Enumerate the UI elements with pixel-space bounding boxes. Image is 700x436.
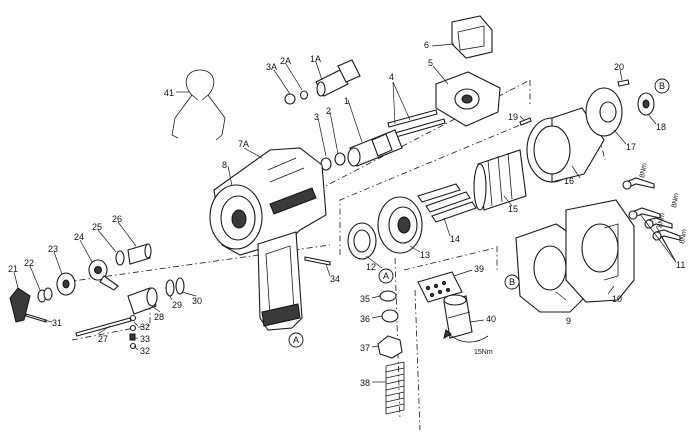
label-32-upper: 32 bbox=[140, 322, 150, 332]
torque-label-4: 8Nm bbox=[679, 228, 688, 244]
ref-marker-a-handle bbox=[288, 332, 304, 348]
spring-clip-41 bbox=[171, 69, 226, 141]
o-ring-25 bbox=[115, 250, 125, 266]
regulator-knob-23 bbox=[56, 272, 76, 296]
label-6: 6 bbox=[424, 40, 429, 50]
label-18: 18 bbox=[656, 122, 666, 132]
valve-body-28 bbox=[127, 287, 158, 315]
pin-20 bbox=[617, 79, 630, 87]
rotor-vanes-14 bbox=[417, 183, 477, 223]
valve-stem-group-1a bbox=[284, 59, 361, 105]
balls-32-33 bbox=[129, 324, 137, 350]
torque-label-2: 8Nm bbox=[671, 192, 680, 208]
label-35: 35 bbox=[360, 294, 370, 304]
bushing-26 bbox=[127, 243, 152, 265]
torque-arrowhead bbox=[443, 329, 452, 340]
label-25: 25 bbox=[92, 222, 102, 232]
label-7a: 7A bbox=[238, 139, 249, 149]
ref-marker-a-handle-label: A bbox=[293, 335, 299, 345]
label-3: 3 bbox=[314, 112, 319, 122]
ref-marker-b-top bbox=[654, 78, 670, 94]
label-21: 21 bbox=[8, 264, 18, 274]
torque-label-5: 15Nm bbox=[474, 349, 493, 356]
label-16: 16 bbox=[564, 176, 574, 186]
label-13: 13 bbox=[420, 250, 430, 260]
label-30: 30 bbox=[192, 296, 202, 306]
label-19: 19 bbox=[508, 112, 518, 122]
retainer-stack-35-38 bbox=[377, 290, 405, 415]
label-28: 28 bbox=[154, 312, 164, 322]
label-41: 41 bbox=[164, 88, 174, 98]
label-22: 22 bbox=[24, 258, 34, 268]
front-plate-5 bbox=[435, 71, 501, 127]
label-38: 38 bbox=[360, 378, 370, 388]
label-9: 9 bbox=[566, 316, 571, 326]
deflector-pin-34 bbox=[304, 256, 331, 266]
rear-plate-17 bbox=[585, 87, 623, 137]
label-31: 31 bbox=[52, 318, 62, 328]
label-29: 29 bbox=[172, 300, 182, 310]
part-number-labels: 41 3A 2A 1A 3 2 1 4 5 6 7A 8 9 10 11 12 … bbox=[8, 40, 685, 388]
regulator-24 bbox=[88, 259, 119, 291]
label-14: 14 bbox=[450, 234, 460, 244]
torque-label-1: 8Nm bbox=[639, 162, 648, 178]
tool-housing-8 bbox=[209, 147, 327, 256]
rear-bearing-18 bbox=[637, 92, 655, 116]
label-17: 17 bbox=[626, 142, 636, 152]
label-24: 24 bbox=[74, 232, 84, 242]
ref-marker-b-top-label: B bbox=[659, 81, 665, 91]
anvil-socket-40 bbox=[443, 294, 473, 339]
label-15: 15 bbox=[508, 204, 518, 214]
reverse-valve-1 bbox=[320, 129, 403, 171]
ref-marker-b-bottom-label: B bbox=[509, 277, 515, 287]
leader-lines bbox=[13, 43, 677, 383]
pins-4 bbox=[387, 109, 446, 138]
cap-6 bbox=[451, 15, 493, 59]
label-37: 37 bbox=[360, 343, 370, 353]
pistol-grip-handle bbox=[257, 231, 303, 331]
label-27: 27 bbox=[98, 334, 108, 344]
rear-cover-10 bbox=[565, 199, 635, 303]
label-40: 40 bbox=[486, 314, 496, 324]
label-10: 10 bbox=[612, 294, 622, 304]
label-4: 4 bbox=[389, 72, 394, 82]
torque-spec-labels: 8Nm 8Nm 8Nm 8Nm 15Nm bbox=[474, 162, 689, 356]
bearing-12 bbox=[347, 222, 377, 260]
label-5: 5 bbox=[428, 58, 433, 68]
label-23: 23 bbox=[48, 244, 58, 254]
end-plate-13 bbox=[377, 196, 423, 254]
label-1a: 1A bbox=[310, 54, 321, 64]
label-12: 12 bbox=[366, 262, 376, 272]
cover-bolts-11 bbox=[622, 177, 681, 241]
ref-marker-a-stack-label: A bbox=[383, 271, 389, 281]
ref-marker-a-stack bbox=[378, 268, 394, 284]
label-39: 39 bbox=[474, 264, 484, 274]
throttle-lever-21 bbox=[9, 287, 31, 323]
valve-stem-27 bbox=[75, 314, 137, 337]
label-32-lower: 32 bbox=[140, 346, 150, 356]
rotor-15 bbox=[473, 149, 527, 211]
pin-19 bbox=[519, 117, 532, 126]
label-20: 20 bbox=[614, 62, 624, 72]
label-2: 2 bbox=[326, 106, 331, 116]
label-36: 36 bbox=[360, 314, 370, 324]
label-26: 26 bbox=[112, 214, 122, 224]
label-33: 33 bbox=[140, 334, 150, 344]
label-11: 11 bbox=[676, 260, 685, 270]
label-34: 34 bbox=[330, 274, 340, 284]
spring-22 bbox=[37, 287, 53, 303]
torque-label-3: 8Nm bbox=[657, 212, 666, 228]
pad-39 bbox=[417, 271, 463, 303]
label-2a: 2A bbox=[280, 56, 291, 66]
o-rings-29-30 bbox=[165, 277, 185, 297]
label-1: 1 bbox=[344, 96, 349, 106]
seal-31 bbox=[25, 313, 47, 323]
ref-marker-b-bottom bbox=[504, 274, 520, 290]
label-3a: 3A bbox=[266, 62, 277, 72]
label-8: 8 bbox=[222, 160, 227, 170]
